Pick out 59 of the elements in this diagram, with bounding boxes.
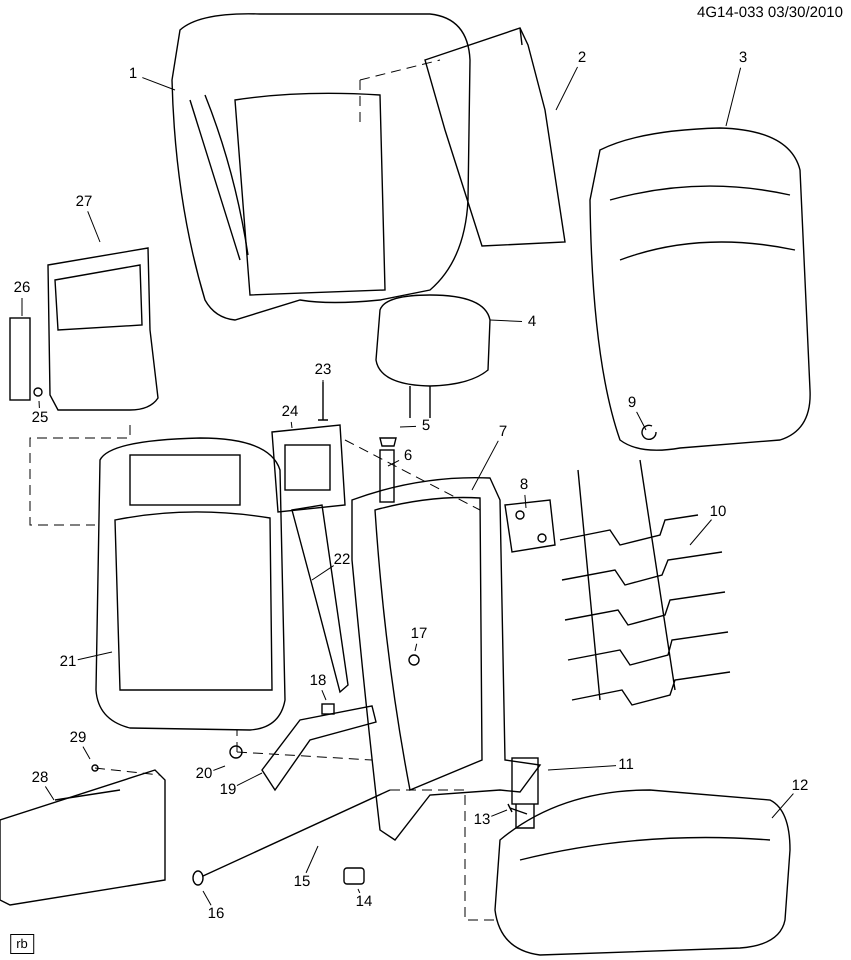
leader-line (212, 766, 226, 771)
callout-number: 10 (710, 504, 726, 520)
callout-number: 22 (334, 552, 350, 568)
leader-line (306, 846, 318, 874)
leader-line (44, 786, 54, 800)
callout-number: 20 (196, 766, 212, 782)
leader-line (636, 411, 646, 430)
callout-number: 24 (282, 404, 298, 420)
leader-line (772, 793, 794, 818)
leader-line (556, 66, 578, 110)
leader-line (690, 519, 712, 546)
leader-line (524, 494, 526, 508)
callout-number: 3 (738, 50, 748, 66)
leader-line (312, 565, 334, 580)
callout-number: 11 (618, 757, 634, 773)
leader-line (726, 67, 742, 126)
callout-number: 13 (474, 812, 490, 828)
leader-line (358, 888, 360, 894)
leader-line (322, 380, 324, 404)
leader-line (290, 421, 292, 428)
callout-number: 7 (498, 424, 508, 440)
callout-number: 16 (208, 906, 224, 922)
callout-number: 12 (792, 778, 808, 794)
leader-line (400, 426, 416, 428)
callout-number: 5 (422, 418, 430, 434)
callout-number: 18 (310, 673, 326, 689)
leader-line (321, 690, 326, 700)
callout-number: 14 (356, 894, 372, 910)
leader-line (236, 772, 262, 786)
callout-number: 29 (70, 730, 86, 746)
callout-number: 26 (14, 280, 30, 296)
callout-number: 27 (76, 194, 92, 210)
callout-number: 28 (32, 770, 48, 786)
callout-number: 25 (32, 410, 48, 426)
leader-line (142, 77, 176, 90)
callout-number: 23 (314, 362, 332, 378)
leader-line (202, 890, 212, 906)
leader-line (472, 440, 499, 490)
leader-line (548, 765, 617, 770)
leader-line (414, 643, 418, 652)
leader-line (490, 320, 522, 322)
callout-number: 9 (628, 395, 636, 411)
callout-number: 2 (578, 50, 586, 66)
leader-line (490, 810, 508, 817)
leader-line (388, 460, 400, 466)
leader-line (82, 746, 90, 760)
initials-tag: rb (10, 934, 34, 954)
leader-line (77, 652, 112, 660)
leader-line (38, 400, 40, 409)
callout-number: 19 (220, 782, 236, 798)
callout-number: 6 (404, 448, 412, 464)
callout-number: 15 (294, 874, 310, 890)
callout-number: 17 (410, 626, 428, 642)
callout-number: 1 (128, 66, 138, 82)
callout-number: 21 (60, 654, 76, 670)
callout-number: 4 (528, 314, 536, 330)
leader-line (87, 210, 100, 242)
callout-number: 8 (520, 477, 528, 493)
drawing-number: 4G14-033 03/30/2010 (697, 4, 843, 21)
